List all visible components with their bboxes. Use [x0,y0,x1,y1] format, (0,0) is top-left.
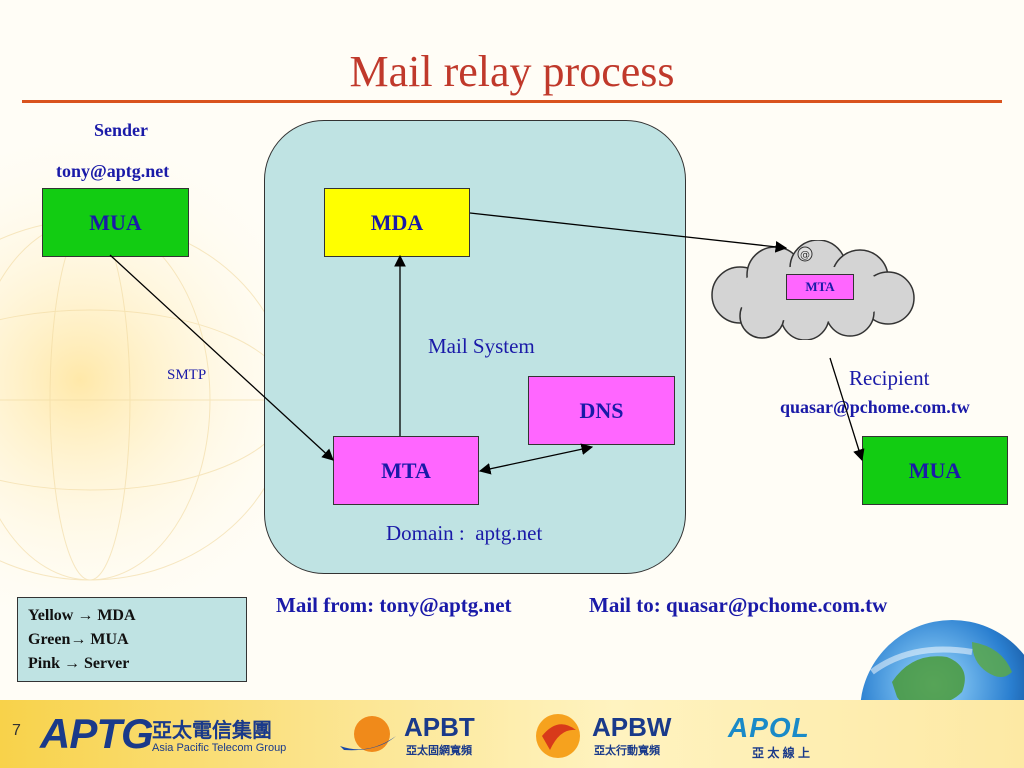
legend-meaning: MDA [97,607,136,624]
legend-meaning: MUA [90,631,129,648]
cloud-mta-label: MTA [805,279,835,294]
arrow-right-icon: → [77,607,94,624]
footer-bar [0,700,1024,768]
recipient-label: Recipient [849,366,930,390]
legend-item-yellow: Yellow → MDA [28,604,246,628]
mta-box: MTA [333,436,479,505]
sender-label: Sender [94,120,148,140]
arrow-sender-mua-to-mta [109,254,334,461]
apol-logo-text: APOL [728,712,810,743]
recipient-mua-box: MUA [862,436,1008,505]
domain-label: Domain : aptg.net [386,521,543,545]
dns-box: DNS [528,376,675,445]
svg-text:@: @ [800,250,810,261]
apbw-logo-text: APBW [592,712,672,742]
apbw-logo-cn: 亞太行動寬頻 [594,745,660,757]
title-divider [22,100,1002,103]
mail-system-label: Mail System [428,334,535,358]
page-number: 7 [12,722,21,739]
mail-from-text: Mail from: tony@aptg.net [276,593,512,617]
legend-color: Yellow [28,607,74,624]
aptg-logo-text: APTG [40,710,154,757]
arrow-right-icon: → [70,631,87,648]
aptg-logo-en: Asia Pacific Telecom Group [152,742,287,754]
legend-item-green: Green→ MUA [28,628,246,652]
apol-logo-cn: 亞 太 線 上 [752,746,811,760]
legend-box: Yellow → MDA Green→ MUA Pink → Server [17,597,247,682]
sender-email: tony@aptg.net [56,161,170,181]
aptg-logo-cn: 亞太電信集團 [152,720,272,742]
apbt-swirl-icon [340,716,396,752]
arrow-cloud-to-recipient-mua [829,357,865,462]
legend-color: Pink [28,655,61,672]
arrow-right-icon: → [64,655,81,672]
legend-item-pink: Pink → Server [28,652,246,676]
apbt-logo-cn: 亞太固網寬頻 [406,745,472,757]
apbw-swirl-icon [536,714,580,758]
arrow-mda-to-cloud [469,212,788,253]
smtp-label: SMTP [167,367,207,383]
apbt-logo-text: APBT [404,712,475,742]
recipient-email: quasar@pchome.com.tw [780,397,970,417]
mail-to-text: Mail to: quasar@pchome.com.tw [589,593,888,617]
legend-color: Green [28,631,71,648]
arrow-mta-dns [478,443,594,475]
page-title: Mail relay process [349,47,675,96]
legend-meaning: Server [84,655,130,672]
cloud-mta-box: MTA [786,274,854,300]
sender-mua-box: MUA [42,188,189,257]
